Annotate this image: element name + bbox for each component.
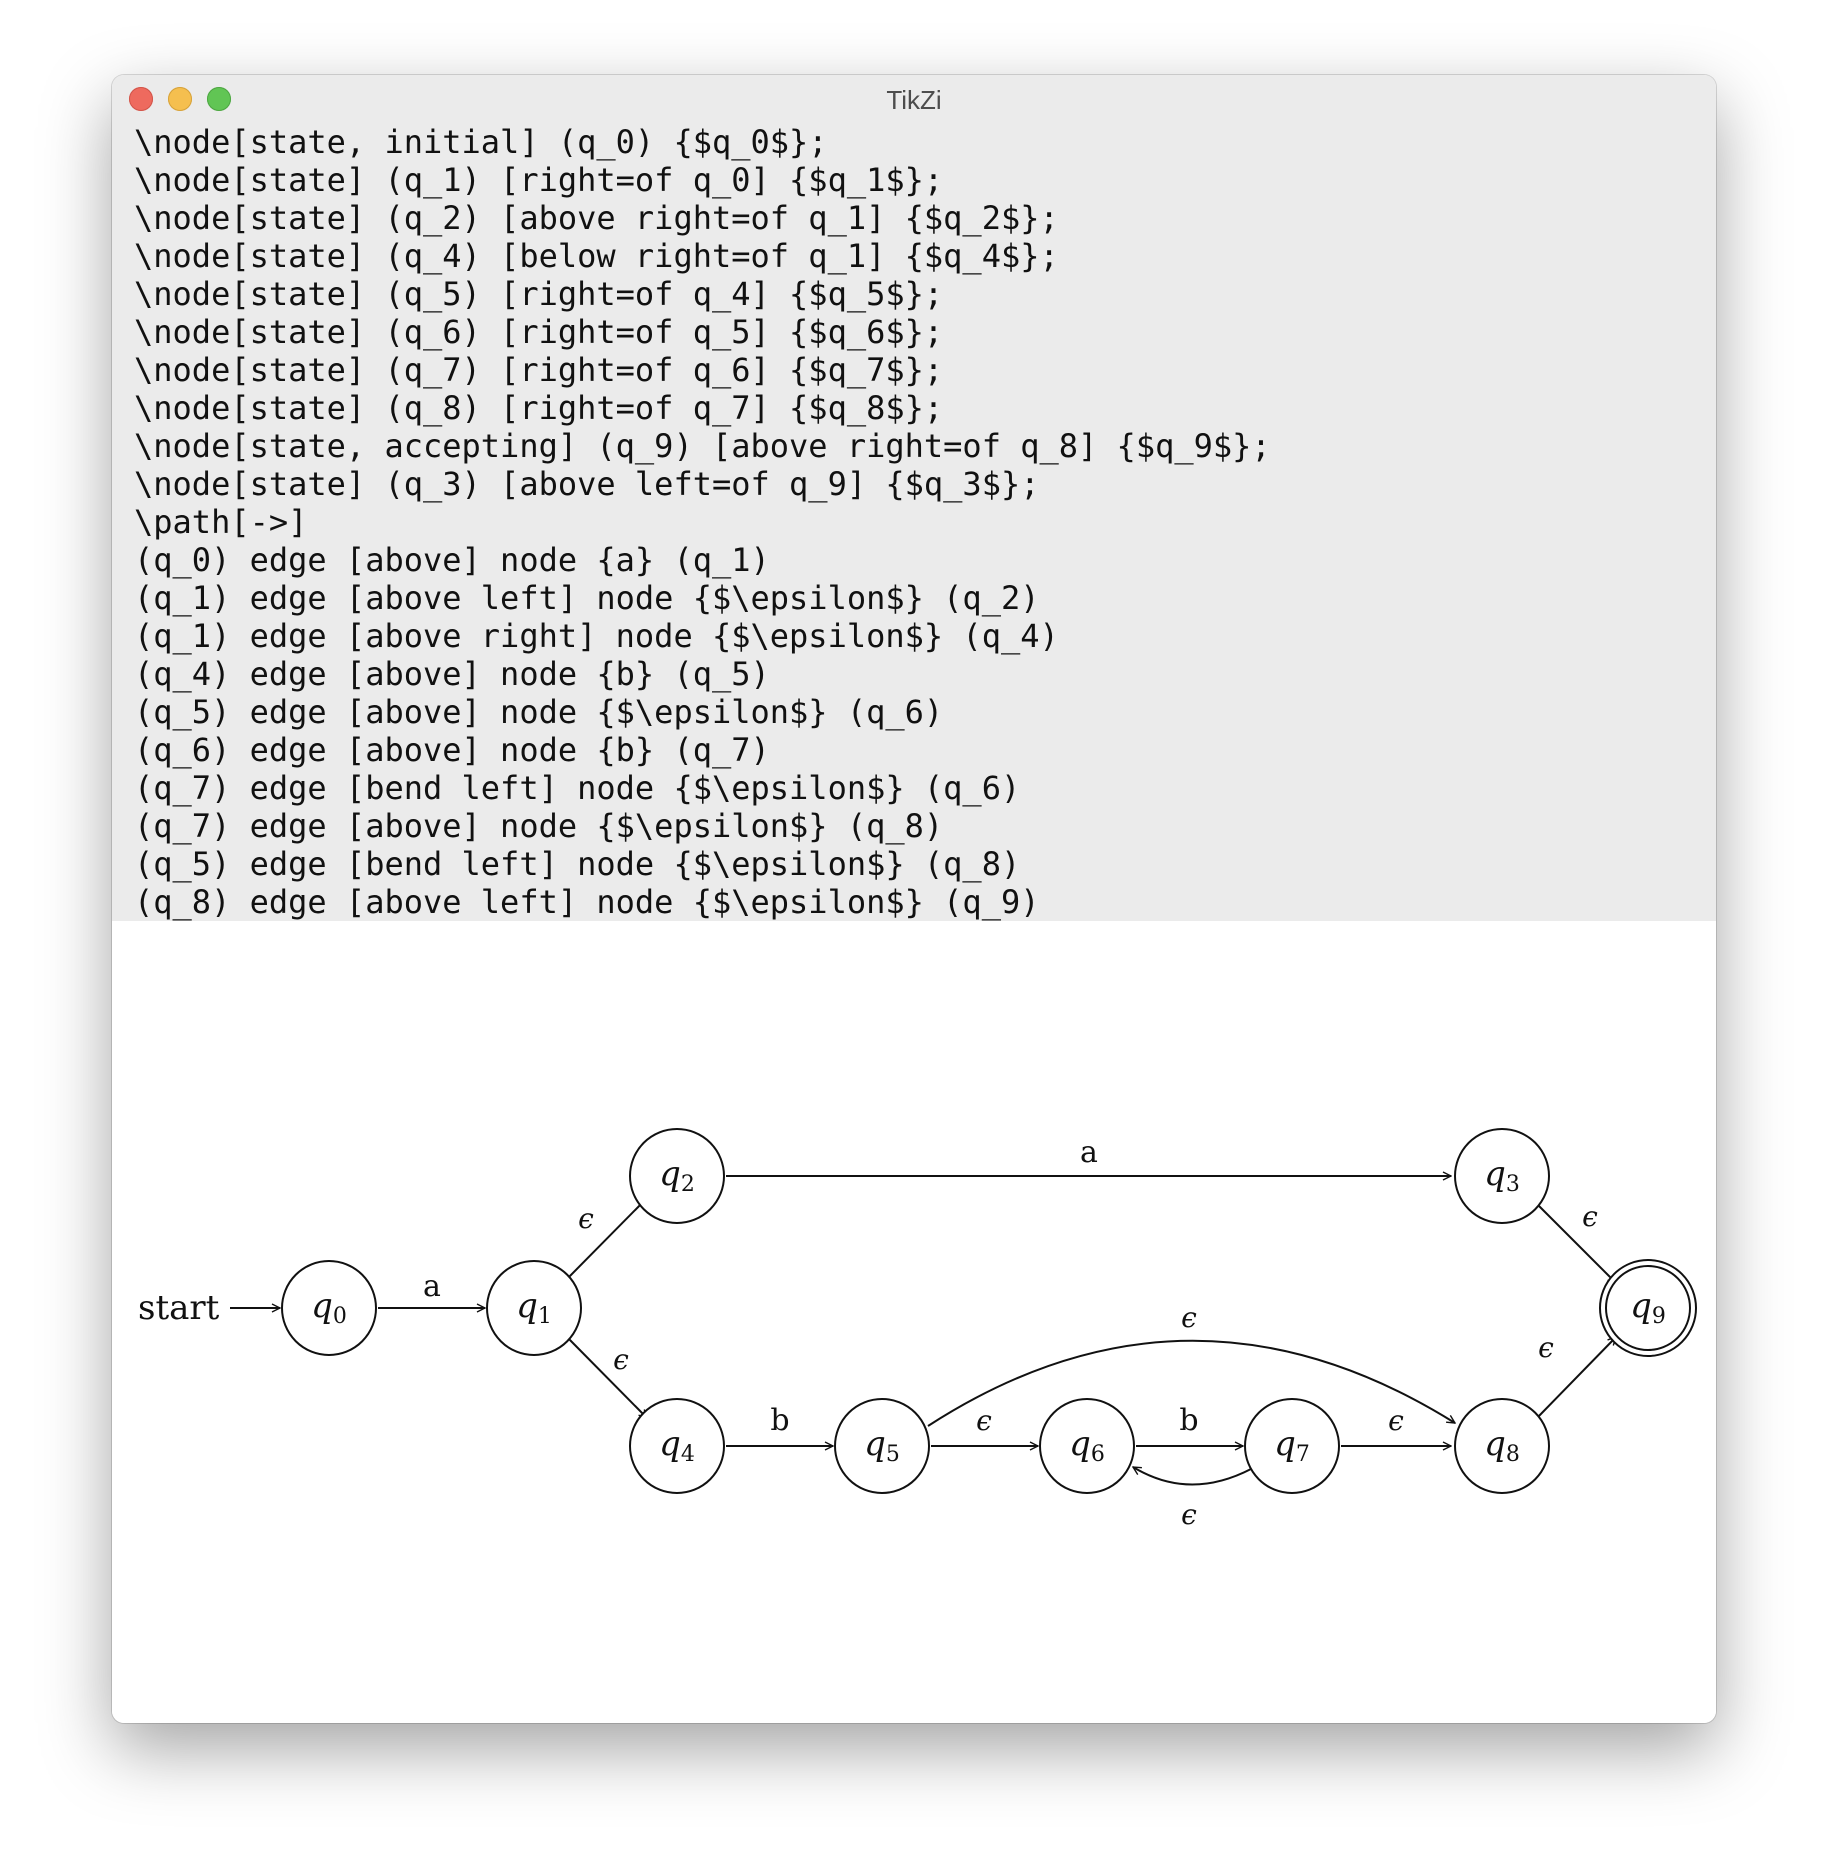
- edge-q3-q9: [1536, 1203, 1616, 1283]
- code-line: \path[->]: [134, 503, 308, 541]
- code-line: \node[state, accepting] (q_9) [above rig…: [134, 427, 1271, 465]
- edge-label-q8-q9: ϵ: [1538, 1331, 1554, 1364]
- code-line: \node[state] (q_5) [right=of q_4] {$q_5$…: [134, 275, 944, 313]
- edge-label-q7-q6: ϵ: [1181, 1498, 1197, 1531]
- edge-q5-q8: [927, 1339, 1455, 1427]
- state-subscript: 7: [1296, 1442, 1310, 1467]
- edge-label-q1-q2: ϵ: [578, 1202, 594, 1235]
- state-subscript: 2: [681, 1172, 695, 1197]
- state-subscript: 3: [1506, 1172, 1520, 1197]
- state-label-q9: q9: [1630, 1286, 1666, 1329]
- code-line: \node[state] (q_2) [above right=of q_1] …: [134, 199, 1059, 237]
- code-line: (q_5) edge [bend left] node {$\epsilon$}…: [134, 845, 1021, 883]
- state-subscript: 8: [1506, 1442, 1520, 1467]
- edge-label-q7-q8: ϵ: [1388, 1404, 1404, 1437]
- edge-label-q6-q7: b: [1179, 1403, 1198, 1438]
- state-q0: [281, 1260, 377, 1356]
- edge-q7-q6: [1133, 1466, 1252, 1486]
- code-line: \node[state] (q_8) [right=of q_7] {$q_8$…: [134, 389, 944, 427]
- code-line: \node[state, initial] (q_0) {$q_0$};: [134, 123, 828, 161]
- code-line: (q_8) edge [above left] node {$\epsilon$…: [134, 883, 1040, 921]
- code-line: (q_7) edge [above] node {$\epsilon$} (q_…: [134, 807, 944, 845]
- edge-label-q4-q5: b: [770, 1403, 789, 1438]
- state-label-q0: q0: [311, 1286, 347, 1329]
- edge-q1-q4: [565, 1335, 647, 1418]
- state-base: q: [864, 1424, 886, 1464]
- edge-label-q5-q6: ϵ: [976, 1404, 992, 1437]
- state-subscript: 4: [681, 1442, 695, 1467]
- edge-label-q2-q3: a: [1080, 1135, 1098, 1170]
- state-label-q2: q2: [659, 1154, 695, 1197]
- state-subscript: 1: [538, 1304, 552, 1329]
- code-line: \node[state] (q_7) [right=of q_6] {$q_7$…: [134, 351, 944, 389]
- state-label-q8: q8: [1484, 1424, 1520, 1467]
- code-line: (q_5) edge [above] node {$\epsilon$} (q_…: [134, 693, 944, 731]
- state-q8: [1454, 1398, 1550, 1494]
- state-base: q: [1484, 1154, 1506, 1194]
- zoom-window-button[interactable]: [207, 87, 231, 111]
- state-base: q: [311, 1286, 333, 1326]
- code-line: \node[state] (q_1) [right=of q_0] {$q_1$…: [134, 161, 944, 199]
- code-line: (q_1) edge [above left] node {$\epsilon$…: [134, 579, 1040, 617]
- edge-label-q3-q9: ϵ: [1582, 1200, 1598, 1233]
- state-base: q: [1630, 1286, 1652, 1326]
- state-label-q5: q5: [864, 1424, 900, 1467]
- state-q5: [834, 1398, 930, 1494]
- state-label-q6: q6: [1069, 1424, 1105, 1467]
- state-q9-inner: [1605, 1265, 1691, 1351]
- app-window: TikZi \node[state, initial] (q_0) {$q_0$…: [112, 75, 1716, 1723]
- state-base: q: [659, 1154, 681, 1194]
- state-label-q3: q3: [1484, 1154, 1520, 1197]
- state-q1: [486, 1260, 582, 1356]
- state-base: q: [516, 1286, 538, 1326]
- state-base: q: [1274, 1424, 1296, 1464]
- code-line: (q_4) edge [above] node {b} (q_5): [134, 655, 770, 693]
- state-q7: [1244, 1398, 1340, 1494]
- automaton-diagram: start q0 q1 q2 q3 q4 q5 q6 q7 q8 q9 a ϵ …: [138, 1128, 1697, 1531]
- state-subscript: 0: [333, 1304, 347, 1329]
- edge-q8-q9: [1536, 1337, 1616, 1419]
- code-line: (q_0) edge [above] node {a} (q_1): [134, 541, 770, 579]
- edge-label-q0-q1: a: [423, 1269, 441, 1304]
- state-label-q7: q7: [1274, 1424, 1310, 1467]
- state-subscript: 5: [886, 1442, 900, 1467]
- close-window-button[interactable]: [129, 87, 153, 111]
- code-line: (q_1) edge [above right] node {$\epsilon…: [134, 617, 1059, 655]
- start-label: start: [138, 1288, 220, 1328]
- state-subscript: 6: [1091, 1442, 1105, 1467]
- state-label-q1: q1: [516, 1286, 552, 1329]
- minimize-window-button[interactable]: [168, 87, 192, 111]
- code-editor[interactable]: \node[state, initial] (q_0) {$q_0$};\nod…: [112, 123, 1716, 921]
- state-base: q: [1484, 1424, 1506, 1464]
- code-line: \node[state] (q_3) [above left=of q_9] {…: [134, 465, 1040, 503]
- state-q2: [629, 1128, 725, 1224]
- window-title: TikZi: [886, 85, 942, 115]
- state-base: q: [1069, 1424, 1091, 1464]
- code-line: (q_7) edge [bend left] node {$\epsilon$}…: [134, 769, 1021, 807]
- state-q4: [629, 1398, 725, 1494]
- state-q6: [1039, 1398, 1135, 1494]
- edge-label-q1-q4: ϵ: [613, 1343, 629, 1376]
- edge-label-q5-q8: ϵ: [1181, 1301, 1197, 1334]
- state-subscript: 9: [1652, 1304, 1666, 1329]
- diagram-preview: start q0 q1 q2 q3 q4 q5 q6 q7 q8 q9 a ϵ …: [112, 921, 1716, 1723]
- code-line: \node[state] (q_4) [below right=of q_1] …: [134, 237, 1059, 275]
- title-bar[interactable]: TikZi: [112, 75, 1716, 123]
- state-base: q: [659, 1424, 681, 1464]
- code-line: (q_6) edge [above] node {b} (q_7): [134, 731, 770, 769]
- state-label-q4: q4: [659, 1424, 695, 1467]
- code-line: \node[state] (q_6) [right=of q_5] {$q_6$…: [134, 313, 944, 351]
- state-q3: [1454, 1128, 1550, 1224]
- code-text[interactable]: \node[state, initial] (q_0) {$q_0$};\nod…: [112, 123, 1716, 921]
- edge-q1-q2: [565, 1198, 647, 1281]
